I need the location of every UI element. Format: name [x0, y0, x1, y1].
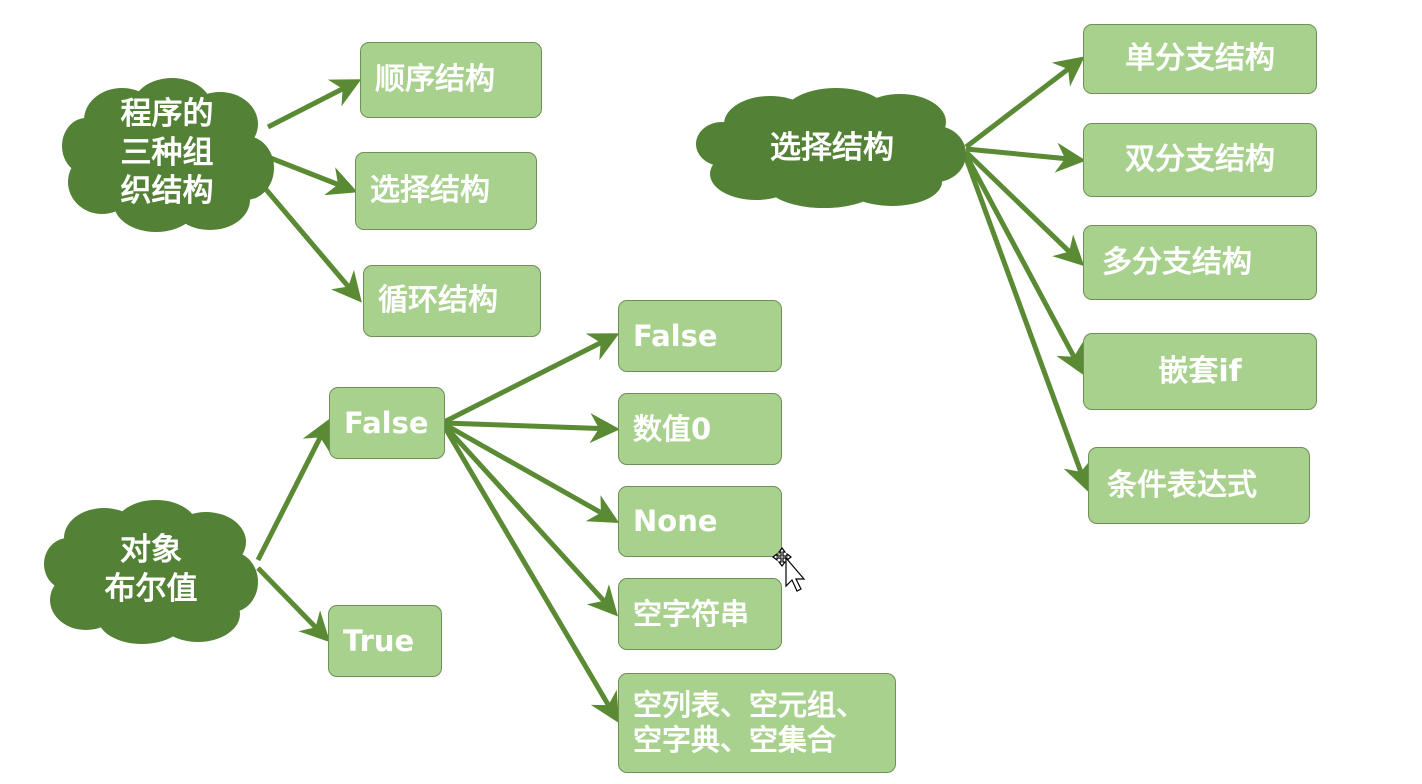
cloud-program-structures-label: 程序的 三种组 织结构	[120, 95, 214, 210]
cloud-object-boolean: 对象 布尔值	[42, 496, 260, 644]
arrow-selection-to-conditional	[963, 157, 1092, 492]
arrow-false-to-none	[442, 421, 620, 523]
arrow-false-to-false	[442, 333, 620, 425]
box-bool-false: False	[329, 387, 445, 459]
cloud-selection-structure: 选择结构	[696, 86, 968, 210]
arrow-selection-to-double	[965, 142, 1086, 173]
box-bool-true: True	[328, 605, 442, 677]
cloud-selection-structure-label: 选择结构	[770, 129, 894, 166]
cloud-shape	[44, 500, 258, 644]
arrow-structures-to-selection	[267, 154, 358, 196]
box-sequence-structure: 顺序结构	[360, 42, 542, 118]
arrow-selection-to-multi	[964, 150, 1085, 267]
box-nested-if: 嵌套if	[1083, 333, 1317, 410]
arrow-false-to-zero	[443, 413, 620, 444]
cloud-object-boolean-label: 对象 布尔值	[104, 532, 198, 607]
box-none: None	[618, 486, 782, 557]
box-selection-structure: 选择结构	[355, 152, 537, 230]
arrow-selection-to-single	[964, 56, 1085, 149]
cloud-shape	[696, 88, 966, 208]
box-numeric-zero: 数值0	[618, 393, 782, 465]
box-conditional-expression: 条件表达式	[1088, 447, 1310, 524]
box-loop-structure: 循环结构	[363, 265, 541, 337]
arrow-false-to-empty-string	[442, 423, 619, 617]
box-empty-string: 空字符串	[618, 578, 782, 650]
arrow-boolean-to-true	[256, 566, 331, 643]
box-empty-containers: 空列表、空元组、 空字典、空集合	[618, 673, 896, 773]
arrow-false-to-empty-containers	[441, 424, 620, 724]
arrow-selection-to-nested	[963, 153, 1084, 376]
cloud-program-structures: 程序的 三种组 织结构	[60, 74, 274, 232]
move-cursor-icon	[772, 547, 806, 592]
box-single-branch: 单分支结构	[1083, 24, 1317, 94]
arrow-structures-to-sequence	[266, 79, 362, 130]
box-multi-branch: 多分支结构	[1083, 225, 1317, 300]
arrow-structures-to-loop	[256, 178, 362, 303]
arrow-boolean-to-false	[255, 418, 330, 562]
cloud-shape	[62, 78, 274, 232]
box-false-literal: False	[618, 300, 782, 372]
box-double-branch: 双分支结构	[1083, 123, 1317, 197]
